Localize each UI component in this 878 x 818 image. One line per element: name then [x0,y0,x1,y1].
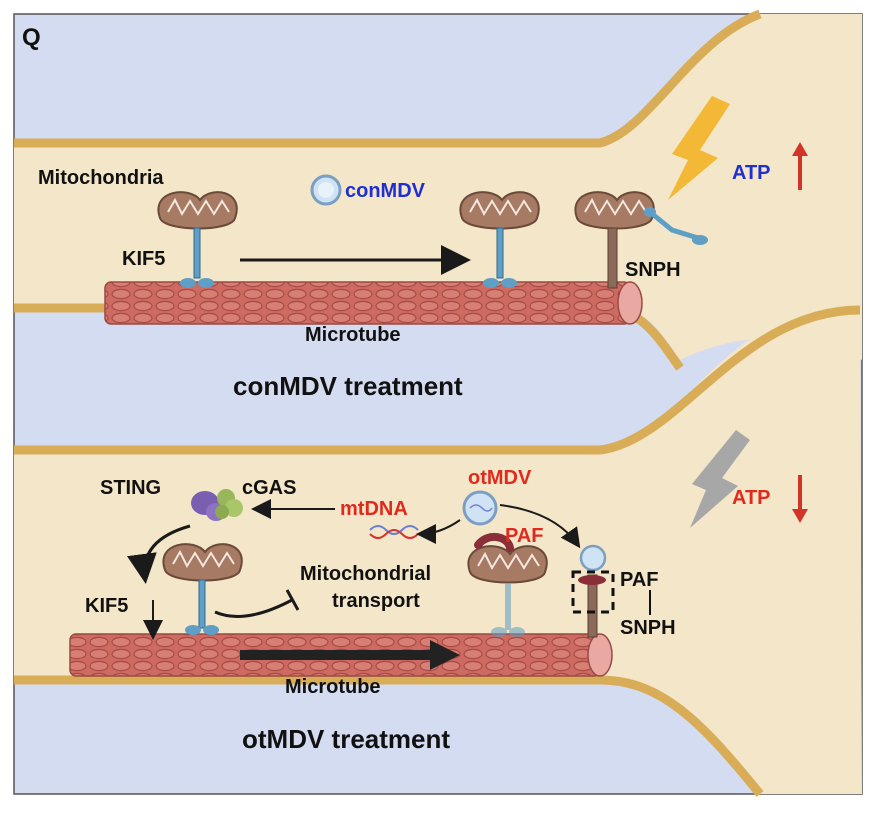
atp-down-indicator [792,475,808,523]
conmdv-label: conMDV [345,180,426,202]
cgas-label: cGAS [242,477,296,499]
mitochondria-icon [162,543,243,582]
mitochondria-label: Mitochondria [38,167,164,189]
paf-label: PAF [505,525,544,547]
microtube-label-bottom: Microtube [285,676,381,698]
snph-label: SNPH [625,259,681,281]
top-microtube [104,281,643,325]
kif5-motor-icon [180,227,214,288]
kif5-motor-icon [185,579,219,635]
otmdv-to-paf-arrow [499,504,581,549]
mitochondrial-transport-line1: Mitochondrial [300,563,431,585]
bottom-title: otMDV treatment [242,724,450,754]
panel-label: Q [22,24,41,51]
microtube-transport-arrow [240,640,460,670]
sting-cgas-complex-icon [191,489,243,521]
sting-to-kif5-arrow [127,524,191,584]
otmdv-to-mtdna-arrow [416,519,461,544]
inhibition-arrow [214,598,293,618]
mitochondria-icon [467,533,548,584]
atp-up-indicator [792,142,808,190]
snph-anchor-icon [607,207,708,289]
mitochondria-icon [459,191,540,230]
kif5-motor-faded-icon [491,584,525,637]
paf-right-label: PAF [620,569,659,591]
mitochondria-icon [574,191,655,230]
microtube-label: Microtube [305,324,401,346]
otmdv-vesicle-icon [462,490,498,526]
energy-bolt-gray-icon [690,430,750,528]
kif5-label-bottom: KIF5 [85,595,128,617]
mitochondrial-transport-line2: transport [332,590,420,612]
kif5-motor-icon [483,227,517,288]
otmdv-label: otMDV [468,467,532,489]
energy-bolt-icon [668,96,730,200]
top-title: conMDV treatment [233,371,463,401]
mitochondria-icon [157,191,238,230]
mtdna-label: mtDNA [340,498,408,520]
atp-label: ATP [732,162,771,184]
atp-label-bottom: ATP [732,487,771,509]
paf-snph-complex-icon [571,544,651,638]
conmdv-vesicle-icon [310,174,342,206]
mtdna-icon [369,525,419,535]
kif5-label: KIF5 [122,248,165,270]
snph-label-bottom: SNPH [620,617,676,639]
sting-label: STING [100,477,161,499]
